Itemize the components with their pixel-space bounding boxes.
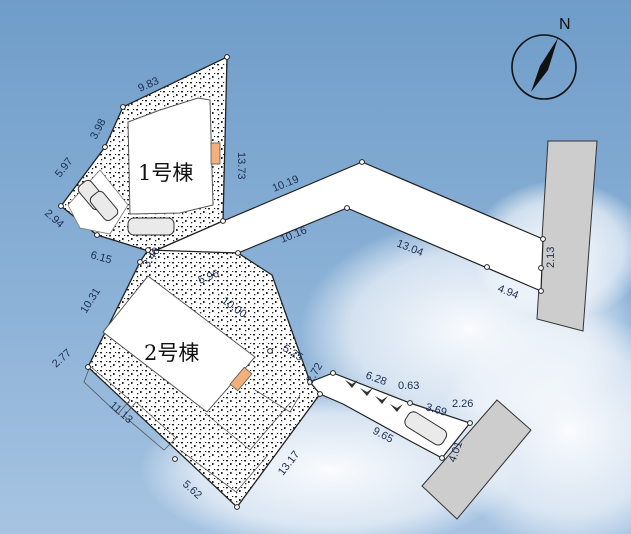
compass-needle-icon [531,38,558,92]
dimension-label: 2.26 [452,398,473,410]
building-1-label: 1号棟 [138,161,193,185]
dimension-label: 0.63 [398,380,419,392]
north-compass: N [511,16,577,100]
compass-label: N [559,16,571,33]
dimension-label: 3.69 [424,401,448,418]
lot-1-entrance [210,142,221,165]
lot-2-building [102,275,256,413]
dimension-label: 2.13 [545,247,557,268]
compass-ring [511,34,577,100]
survey-points [58,54,546,510]
road-bottom-right [421,399,532,520]
lot-3-trees [345,380,403,412]
lot-2-parking [83,365,301,493]
dimension-label: 13.73 [235,152,247,180]
dimension-label: 6.15 [89,249,113,266]
building-2-label: 2号棟 [144,341,199,365]
lot-3-car [404,411,448,446]
lot-2-entrance [229,366,253,392]
lot-1-cars [77,179,175,236]
